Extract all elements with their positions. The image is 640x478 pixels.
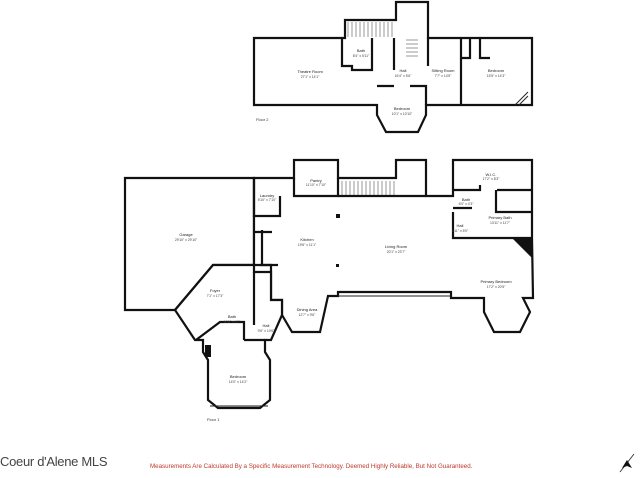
main-floor-plan: Pantry 11'10" x 7'10" Laundry 5'10" x 7'… — [123, 158, 535, 422]
room-dims: 7'1" x 17'3" — [207, 294, 225, 298]
room-name: Laundry — [260, 193, 274, 198]
room-dims: 11'10" x 7'10" — [306, 183, 327, 187]
room-dims: 16'4" x 5'6" — [395, 74, 413, 78]
room-name: Hall — [263, 323, 270, 328]
room-name: Bath — [357, 48, 365, 53]
room-dims: 7'7" x 14'5" — [435, 74, 453, 78]
fireplace-marker — [512, 238, 532, 258]
mls-watermark: Coeur d'Alene MLS — [0, 454, 108, 469]
room-dims: 9'6" x 10'6" — [258, 329, 276, 333]
room-name: Sitting Room — [432, 68, 456, 73]
room-dims: 29'10" x 29'10" — [175, 238, 198, 242]
room-name: Theatre Room — [297, 69, 323, 74]
upper-interior-walls — [340, 38, 529, 106]
room-name: Garage — [179, 232, 193, 237]
room-dims: 2'11" x 5'0" — [452, 229, 469, 233]
foyer-wing-outline — [173, 263, 284, 410]
room-dims: 10'5" x 4'7" — [224, 320, 242, 324]
room-name: Primary Bedroom — [480, 279, 512, 284]
upper-floor-plan: Bath 8'4" x 5'11" Theatre Room 27'1" x 1… — [252, 0, 534, 134]
column-marker — [336, 264, 339, 267]
room-dims: 5'10" x 7'10" — [258, 198, 277, 202]
room-name: Kitchen — [300, 237, 313, 242]
room-dims: 12'7" x 9'6" — [299, 313, 317, 317]
room-dims: 19'6" x 11'1" — [298, 243, 317, 247]
room-name: Pantry — [310, 178, 322, 183]
room-dims: 17'2" x 8'3" — [483, 177, 501, 181]
north-arrow-icon — [619, 453, 635, 473]
room-name: Primary Bath — [488, 215, 511, 220]
room-dims: 27'1" x 14'1" — [301, 75, 320, 79]
room-dims: 15'5" x 14'3" — [487, 74, 506, 78]
upper-stairs — [347, 22, 418, 57]
room-name: Bedroom — [230, 374, 247, 379]
main-interior-walls — [195, 178, 532, 407]
column-marker — [336, 214, 340, 218]
room-name: Bedroom — [488, 68, 505, 73]
main-floor-outline — [252, 158, 535, 334]
room-name: Foyer — [210, 288, 221, 293]
main-stairs — [341, 181, 395, 196]
room-dims: 14'0" x 14'2" — [229, 380, 248, 384]
floor-label-main: Floor 1 — [207, 417, 220, 422]
column-marker — [205, 345, 211, 357]
room-name: Bedroom — [394, 106, 411, 111]
room-name: Bath — [228, 314, 236, 319]
room-name: Hall — [400, 68, 407, 73]
room-dims: 10'1" x 10'10" — [392, 112, 413, 116]
floor-label-upper: Floor 2 — [256, 117, 269, 122]
room-name: Hall — [457, 223, 464, 228]
room-name: Living Room — [385, 244, 408, 249]
room-dims: 17'2" x 20'5" — [487, 285, 506, 289]
room-dims: 13'11" x 11'7" — [490, 221, 511, 225]
room-dims: 6'0" x 4'3" — [459, 202, 475, 206]
room-dims: 20'1" x 23'7" — [387, 250, 406, 254]
room-name: Dining Area — [297, 307, 318, 312]
room-dims: 8'4" x 5'11" — [353, 54, 370, 58]
room-name: W.I.C. — [486, 172, 497, 177]
room-name: Bath — [462, 197, 470, 202]
measurement-disclaimer: Measurements Are Calculated By a Specifi… — [150, 463, 473, 470]
